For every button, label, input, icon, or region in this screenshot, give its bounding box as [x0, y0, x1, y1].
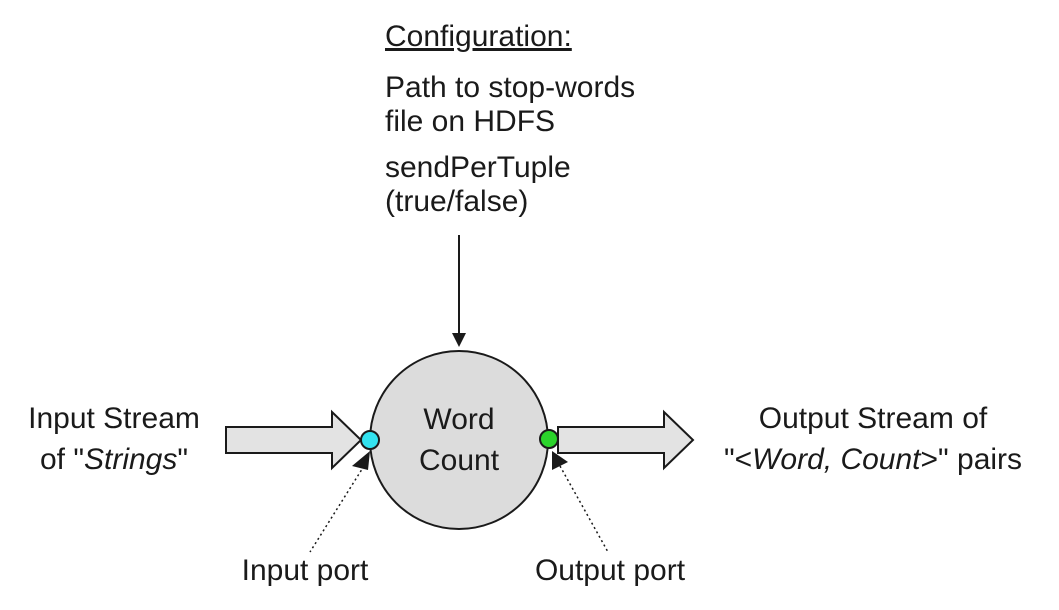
config-item-1-line-1: Path to stop-words: [385, 71, 635, 104]
output-port-pointer-head: [552, 451, 568, 470]
input-port: [360, 430, 380, 450]
word-count-node: [369, 350, 549, 530]
output-stream-arrow: [557, 409, 695, 471]
node-label-line-1: Word: [423, 403, 494, 436]
input-stream-line-1: Input Stream: [28, 402, 200, 435]
output-stream-line-2: "<Word, Count>" pairs: [724, 443, 1022, 476]
config-item-1-line-2: file on HDFS: [385, 105, 555, 138]
output-port-pointer: [559, 465, 609, 553]
input-port-label: Input port: [242, 554, 369, 587]
input-port-pointer: [309, 465, 365, 553]
input-stream-arrow: [225, 409, 363, 471]
output-port-label: Output port: [535, 554, 686, 587]
configuration-heading: Configuration:: [385, 20, 572, 53]
config-item-2-line-1: sendPerTuple: [385, 151, 571, 184]
input-stream-line-2: of "Strings": [40, 443, 188, 476]
config-item-2-line-2: (true/false): [385, 185, 528, 218]
output-stream-line-1: Output Stream of: [759, 402, 988, 435]
input-port-pointer-head: [352, 451, 370, 470]
node-label-line-2: Count: [419, 444, 500, 477]
output-port: [539, 429, 559, 449]
